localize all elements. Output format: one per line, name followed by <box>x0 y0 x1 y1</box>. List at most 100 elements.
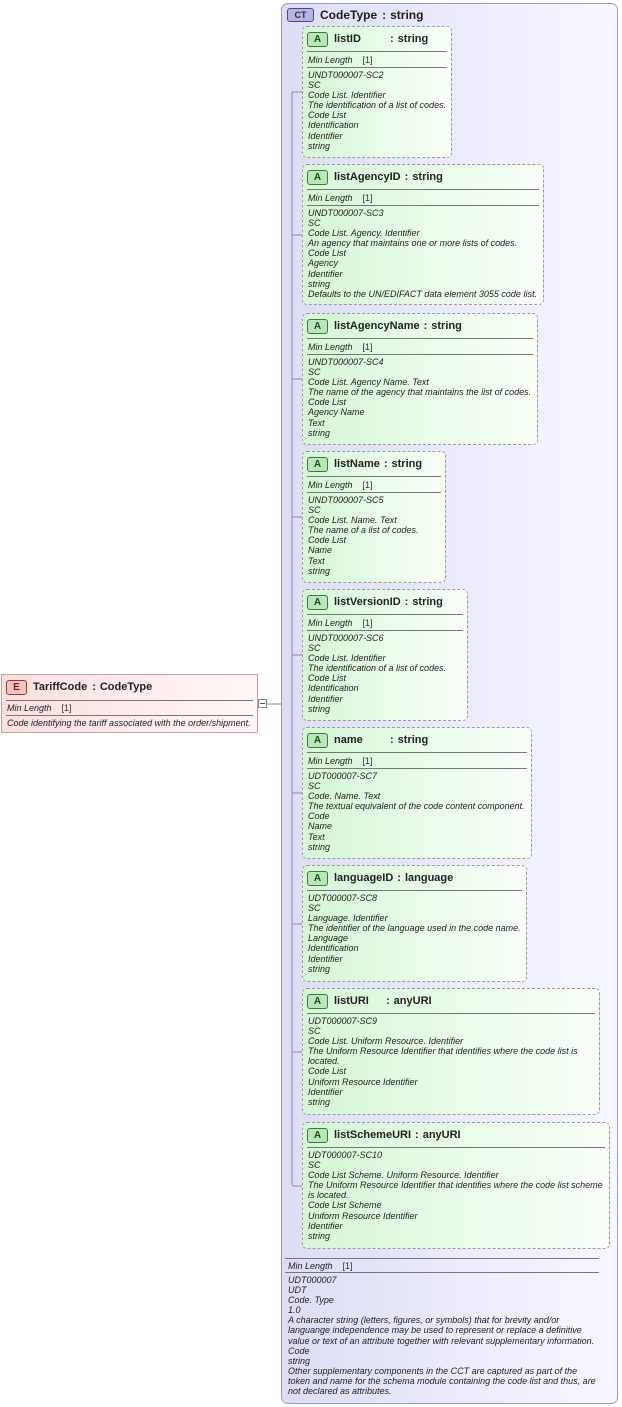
attribute-icon: A <box>307 870 328 886</box>
footer-doc-line: UDT <box>288 1285 307 1296</box>
doc-line: string <box>308 1096 331 1107</box>
doc-line: SC <box>308 643 321 654</box>
doc-line: Name <box>308 821 333 832</box>
doc-line: string <box>308 841 331 852</box>
attribute-icon: A <box>307 169 328 185</box>
footer-doc-line: Code <box>288 1345 310 1356</box>
attribute-icon: A <box>307 1127 328 1143</box>
doc-line: The Uniform Resource Identifier that ide… <box>308 1180 603 1201</box>
element-divider-2 <box>6 715 253 716</box>
doc-line: Identification <box>308 683 359 694</box>
doc-line: UNDT000007-SC3 <box>308 208 384 218</box>
doc-line: Identifier <box>308 693 343 704</box>
doc-line: string <box>308 427 331 438</box>
doc-line: Code List <box>308 248 347 259</box>
doc-line: Identification <box>308 120 359 131</box>
doc-line: SC <box>308 505 321 516</box>
attribute-name: listName <box>334 458 380 470</box>
attribute-separator: : <box>386 995 390 1007</box>
doc-line: string <box>308 1230 331 1241</box>
element-facet-value: [1] <box>61 703 72 713</box>
attribute-separator: : <box>404 171 409 183</box>
attribute-separator: : <box>390 734 394 746</box>
doc-line: Text <box>308 831 325 842</box>
attribute-separator: : <box>397 872 401 884</box>
attribute-separator: : <box>423 320 428 332</box>
attribute-divider-2 <box>307 492 441 493</box>
attribute-divider <box>307 338 533 339</box>
doc-line: Code List. Name. Text <box>308 515 397 526</box>
doc-line: Text <box>308 417 325 428</box>
attribute-name: listID <box>334 33 361 45</box>
doc-line: SC <box>308 903 321 914</box>
doc-line: The textual equivalent of the code conte… <box>308 801 525 812</box>
attribute-divider <box>307 752 527 753</box>
doc-line: Code List <box>308 673 347 684</box>
attribute-facet-value: [1] <box>362 480 373 490</box>
footer-doc-line: UDT000007 <box>288 1275 337 1285</box>
attribute-type: anyURI <box>422 1129 461 1141</box>
element-doc: Code identifying the tariff associated w… <box>7 718 253 728</box>
attribute-facet: Min Length[1] <box>308 618 373 628</box>
doc-line: The identification of a list of codes. <box>308 663 447 674</box>
complex-type-separator: : <box>382 8 387 22</box>
attribute-facet-value: [1] <box>362 342 373 352</box>
doc-line: string <box>308 963 331 974</box>
doc-line: Code List. Uniform Resource. Identifier <box>308 1036 464 1047</box>
doc-line: Defaults to the UN/EDIFACT data element … <box>308 288 537 299</box>
attribute-divider-2 <box>307 768 527 769</box>
doc-line: Identification <box>308 943 359 954</box>
footer-doc-line: Other supplementary components in the CC… <box>288 1365 596 1397</box>
attribute-facet-label: Min Length <box>308 618 353 628</box>
doc-line: Identifier <box>308 953 343 964</box>
doc-line: Code. Name. Text <box>308 791 381 802</box>
doc-line: string <box>308 278 331 289</box>
attribute-separator: : <box>404 596 409 608</box>
footer-doc-line: 1.0 <box>288 1305 301 1316</box>
doc-line: UDT000007-SC7 <box>308 771 378 781</box>
attribute-divider-2 <box>307 354 533 355</box>
element-tariffcode[interactable]: E TariffCode : CodeType Min Length[1] Co… <box>1 674 258 733</box>
doc-line: UNDT000007-SC5 <box>308 495 384 505</box>
attribute-facet-value: [1] <box>362 756 373 766</box>
doc-line: UDT000007-SC9 <box>308 1016 378 1026</box>
collapse-toggle[interactable] <box>258 699 267 708</box>
doc-line: SC <box>308 781 321 792</box>
attribute-type: string <box>397 734 429 746</box>
element-divider <box>6 700 253 701</box>
attribute-facet-label: Min Length <box>308 342 353 352</box>
attribute-divider <box>307 189 539 190</box>
doc-line: Uniform Resource Identifier <box>308 1076 418 1087</box>
doc-line: UNDT000007-SC2 <box>308 70 384 80</box>
doc-line: UNDT000007-SC4 <box>308 357 384 367</box>
doc-line: Text <box>308 555 325 566</box>
attribute-facet: Min Length[1] <box>308 193 373 203</box>
doc-line: Identifier <box>308 130 343 141</box>
doc-line: Code List. Identifier <box>308 90 386 101</box>
attribute-divider <box>307 614 463 615</box>
doc-line: Language <box>308 933 349 944</box>
attribute-icon: A <box>307 732 328 748</box>
doc-line: Code List. Agency. Identifier <box>308 228 420 239</box>
element-facet: Min Length[1] <box>7 703 72 713</box>
doc-line: string <box>308 565 331 576</box>
doc-line: Code <box>308 811 330 822</box>
attribute-icon: A <box>307 318 328 334</box>
